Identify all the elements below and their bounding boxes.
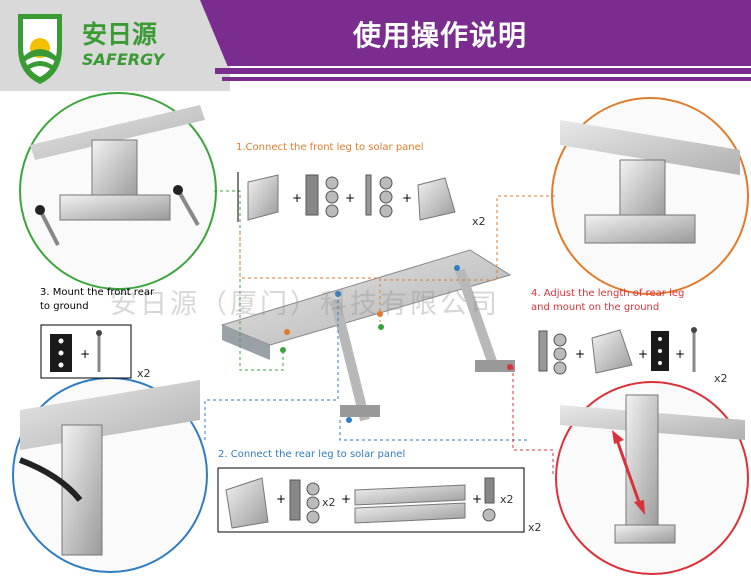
header: 安日源 SAFERGY 使用操作说明	[0, 0, 751, 91]
logo-chinese: 安日源	[82, 20, 158, 49]
step2-label: 2. Connect the rear leg to solar panel	[218, 449, 406, 460]
step4-label-line2: and mount on the ground	[531, 302, 660, 313]
solar-panel-assembly	[220, 249, 515, 423]
svg-text:+: +	[472, 492, 482, 506]
svg-text:+: +	[292, 191, 302, 205]
detail-circle-adjust-leg	[555, 381, 749, 575]
step1-quantity: x2	[472, 215, 486, 228]
step3-label-line2: to ground	[40, 301, 89, 312]
detail-circle-rear-leg-top	[12, 377, 208, 573]
step2-nut-quantity: x2	[322, 496, 336, 509]
leader-lines	[204, 190, 555, 475]
step3-label-line1: 3. Mount the front rear	[40, 287, 155, 298]
logo-english: SAFERGY	[82, 50, 165, 69]
watermark: 安日源（厦门）科技有限公司	[110, 289, 500, 320]
svg-text:+: +	[341, 492, 351, 506]
step4-label-line1: 4. Adjust the length of rear leg	[531, 288, 685, 299]
step3-parts: +	[40, 324, 132, 379]
svg-text:+: +	[575, 347, 585, 361]
svg-text:+: +	[276, 492, 286, 506]
title-band-stripe	[222, 77, 751, 81]
page-title: 使用操作说明	[353, 19, 528, 52]
step4-parts: + + +	[538, 327, 697, 375]
step2-bolt-quantity: x2	[500, 493, 514, 506]
svg-text:+: +	[80, 347, 90, 361]
step1-label: 1.Connect the front leg to solar panel	[236, 142, 424, 153]
step3-quantity: x2	[137, 367, 151, 380]
logo-shield-icon	[18, 14, 62, 84]
detail-circle-front-leg	[19, 92, 217, 290]
step2-parts: + + +	[217, 467, 525, 533]
step1-parts: + + +	[237, 172, 456, 222]
step4-quantity: x2	[714, 372, 728, 385]
title-band-stripe	[215, 68, 751, 74]
svg-text:+: +	[675, 347, 685, 361]
step2-quantity: x2	[528, 521, 542, 534]
title-band	[200, 0, 751, 66]
svg-text:+: +	[638, 347, 648, 361]
detail-circle-rear-mount	[551, 97, 749, 295]
svg-text:+: +	[345, 191, 355, 205]
svg-text:+: +	[402, 191, 412, 205]
